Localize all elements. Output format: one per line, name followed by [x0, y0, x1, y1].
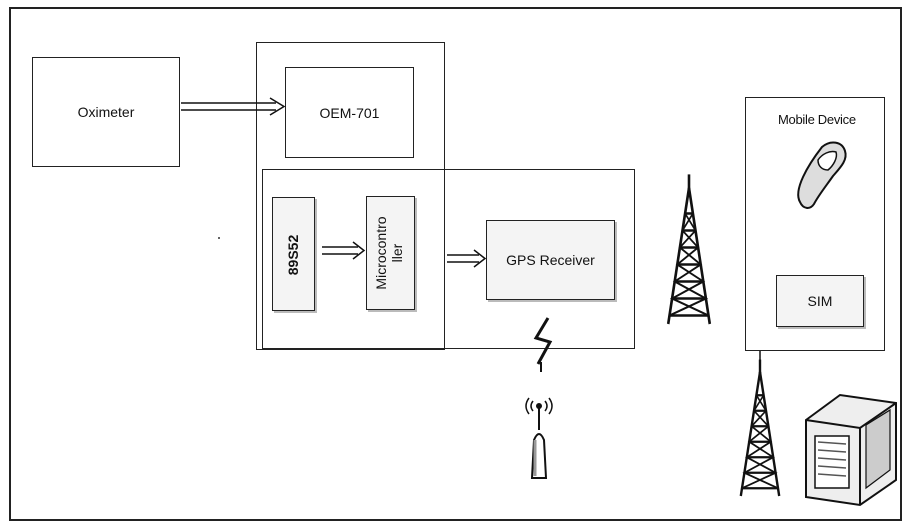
arrow-microcontroller-to-gps: [447, 250, 485, 267]
server-icon: [806, 395, 896, 505]
radio-tower-icon: [741, 360, 779, 496]
antenna-icon: [526, 398, 552, 478]
wireless-link-icon: [536, 318, 550, 372]
stray-dot: [218, 237, 220, 239]
arrow-oximeter-to-oem: [181, 98, 284, 115]
radio-tower-icon: [668, 174, 710, 324]
mobile-phone-icon: [798, 142, 845, 207]
arrow-chip-to-microcontroller: [322, 242, 364, 259]
